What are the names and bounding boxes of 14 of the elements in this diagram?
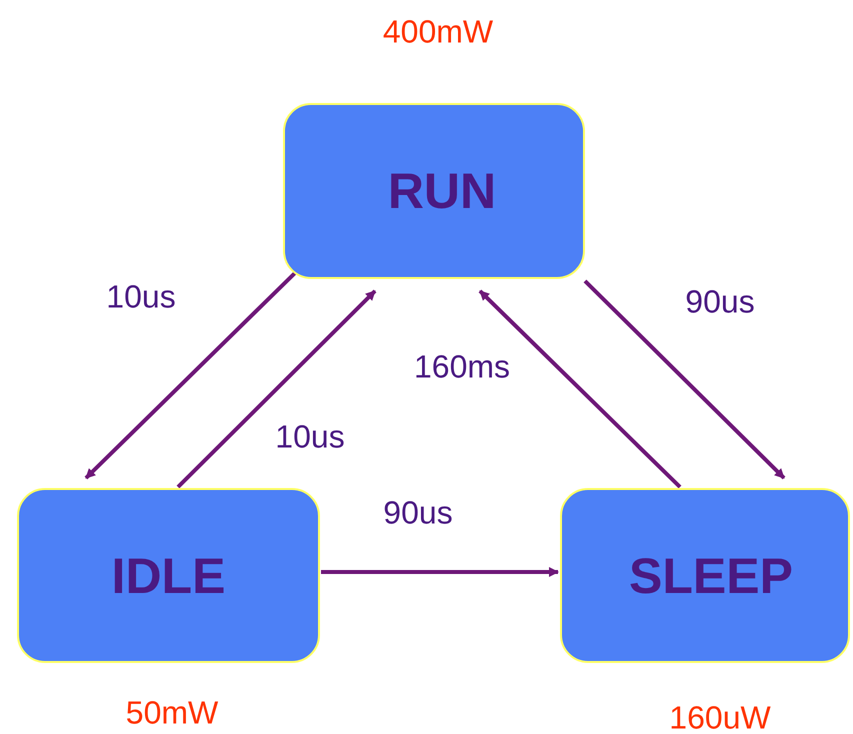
arrow (478, 290, 682, 488)
state-name: RUN (388, 162, 496, 220)
state-box (560, 488, 850, 663)
arrow (321, 567, 559, 577)
state-name: IDLE (112, 546, 226, 604)
power-label: 400mW (382, 14, 494, 50)
arrow (584, 280, 786, 480)
state-box (17, 488, 320, 663)
power-label: 50mW (126, 694, 218, 732)
arrow (176, 290, 376, 488)
power-label: 160uW (669, 700, 771, 734)
arrow (84, 270, 298, 480)
state-name: SLEEP (629, 546, 793, 604)
state-box (283, 103, 585, 279)
